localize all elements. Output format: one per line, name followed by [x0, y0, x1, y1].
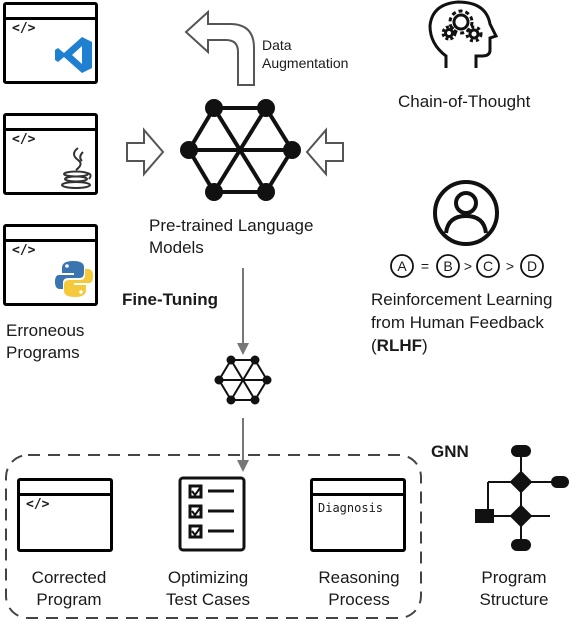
rlhf-ranking-icon — [390, 254, 544, 278]
rank-a: A — [397, 258, 407, 274]
rank-d: D — [526, 258, 538, 274]
vscode-program-window: </> — [3, 2, 98, 84]
rank-c: C — [482, 258, 494, 274]
rank-eq: = — [420, 258, 430, 274]
pretrained-models-label: Pre-trained Language Models — [149, 216, 314, 257]
code-tag: </> — [12, 132, 36, 147]
program-structure-label: Program Structure — [479, 568, 549, 609]
rlhf-label-line2: from Human Feedback — [371, 313, 544, 332]
input-arrow-right — [305, 127, 344, 177]
reasoning-process-label: Reasoning Process — [318, 568, 400, 609]
rlhf-label-line1: Reinforcement Learning — [371, 290, 553, 309]
diagnosis-text: Diagnosis — [318, 501, 384, 515]
flowchart-icon — [475, 445, 569, 551]
data-augmentation-label: Data Augmentation — [262, 37, 349, 71]
fine-tuning-arrow — [237, 268, 249, 355]
pretrained-model-network-icon — [180, 99, 301, 201]
rank-gt-2: > — [505, 258, 515, 274]
code-tag: </> — [26, 497, 50, 512]
finetuned-model-network-icon — [214, 355, 272, 405]
corrected-program-label: Corrected Program — [31, 568, 107, 609]
rlhf-abbr: RLHF — [376, 336, 422, 355]
rank-gt-1: > — [463, 258, 473, 274]
data-augmentation-arrow — [184, 9, 255, 86]
window-title-bar — [20, 493, 110, 496]
java-program-window: </> — [3, 113, 98, 195]
java-icon — [61, 147, 92, 189]
fine-tuning-label: Fine-Tuning — [122, 290, 218, 309]
rank-b: B — [443, 258, 453, 274]
chain-of-thought-label: Chain-of-Thought — [398, 92, 531, 111]
reasoning-process-window: Diagnosis — [310, 478, 406, 552]
outputs-dashed-box — [5, 454, 422, 619]
code-tag: </> — [12, 21, 36, 36]
rlhf-paren-open: ( — [371, 336, 377, 355]
erroneous-programs-label: Erroneous Programs — [6, 321, 85, 362]
window-title-bar — [313, 493, 403, 496]
corrected-program-window: </> — [17, 478, 113, 552]
optimizing-test-cases-label: Optimizing Test Cases — [165, 568, 251, 609]
head-gears-icon — [428, 0, 499, 68]
window-title-bar — [6, 128, 95, 131]
window-title-bar — [6, 239, 95, 242]
python-program-window: </> — [3, 224, 98, 306]
checklist-icon — [178, 476, 246, 552]
code-tag: </> — [12, 243, 36, 258]
vscode-icon — [55, 37, 92, 73]
python-icon — [55, 261, 93, 297]
gnn-label: GNN — [431, 442, 469, 461]
output-arrow — [237, 418, 249, 472]
rlhf-abbr-line: (RLHF) — [371, 335, 428, 357]
rlhf-paren-close: ) — [422, 336, 428, 355]
person-avatar-icon — [433, 180, 499, 246]
input-arrow-left — [126, 127, 165, 177]
window-title-bar — [6, 17, 95, 20]
